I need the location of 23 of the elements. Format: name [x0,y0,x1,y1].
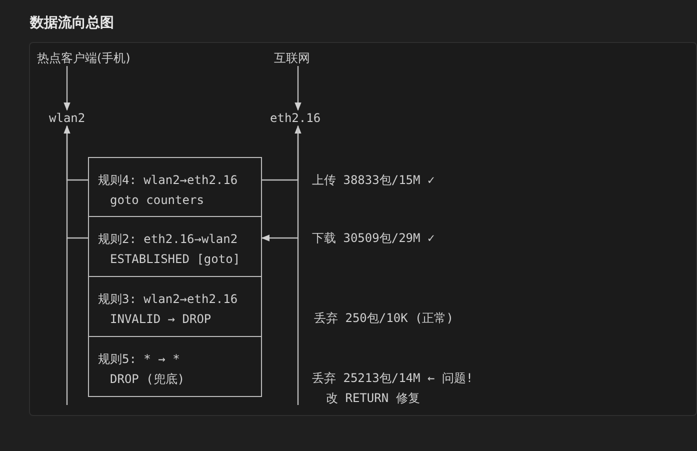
note-text: 改 RETURN 修复 [326,390,420,406]
arrow [261,126,299,242]
arrow [64,125,88,239]
rule-action: INVALID → DROP [110,311,212,327]
rule-title: 规则2: eth2.16→wlan2 [98,231,239,247]
endpoint-label: 热点客户端(手机) [37,50,130,66]
rule-title: 规则5: * → * [98,351,181,367]
traffic-stat: 丢弃 25213包/14M ← 问题! [312,370,474,386]
rule-action: goto counters [110,192,205,208]
arrow [64,66,70,111]
arrow [262,125,302,181]
traffic-stat: 丢弃 250包/10K (正常) [314,310,454,326]
rule-title: 规则4: wlan2→eth2.16 [98,172,239,188]
rule-action: DROP (兜底) [110,371,186,387]
endpoint-label: 互联网 [274,50,310,66]
traffic-stat: 上传 38833包/15M ✓ [312,172,435,188]
arrow [294,66,302,111]
interface-label: wlan2 [49,110,86,126]
traffic-stat: 下载 30509包/29M ✓ [312,230,435,246]
rule-action: ESTABLISHED [goto] [110,251,242,267]
interface-label: eth2.16 [270,110,321,126]
diagram-title: 数据流向总图 [30,14,114,32]
rule-title: 规则3: wlan2→eth2.16 [98,291,239,307]
